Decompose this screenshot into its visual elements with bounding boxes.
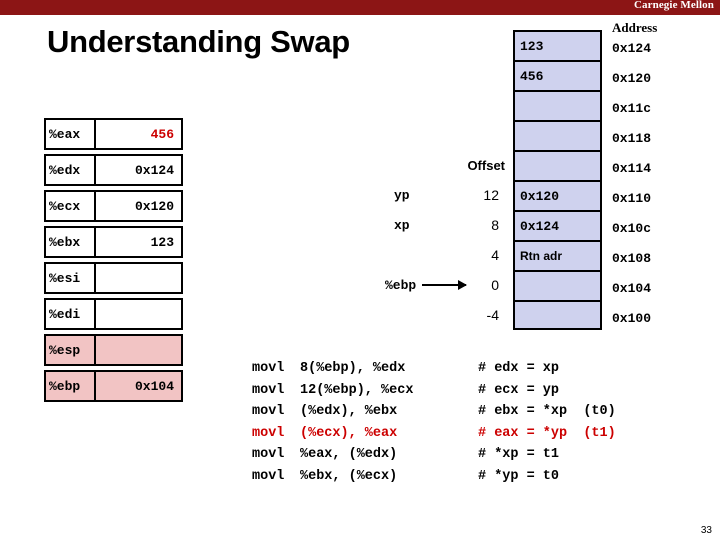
assembly-comment: # eax = *yp (t1) [478,425,616,441]
offset-row-12: yp 12 [380,180,505,210]
register-name: %ecx [46,192,96,220]
offset-value: 12 [483,187,499,203]
offset-arg-label: xp [394,217,410,233]
offset-value: 4 [491,247,499,263]
memory-cell-0x11c [513,90,602,120]
assembly-line-3: movl (%edx), %ebx # ebx = *xp (t0) [252,401,616,423]
assembly-comment: # edx = xp [478,361,560,376]
offset-row-4: 4 [380,240,505,270]
memory-cell-0x100 [513,300,602,330]
address-label-0x114: 0x114 [612,161,652,176]
register-row-esp: %esp [44,334,183,366]
address-label-0x124: 0x124 [612,41,652,56]
assembly-operands: (%ecx), %eax [300,425,398,441]
offset-arg-label: yp [394,187,410,203]
brand-name: Carnegie Mellon [633,0,714,11]
page-title: Understanding Swap [47,24,350,59]
address-label-0x108: 0x108 [612,251,652,266]
offset-value: 0 [491,277,499,293]
arrow-right-icon [422,280,468,290]
assembly-opcode: movl [252,447,285,462]
memory-cell-0x10c: 0x124 [513,210,602,240]
memory-cell-0x120: 456 [513,60,602,90]
ebp-pointer-arrow: %ebp [385,277,468,293]
assembly-comment: # ebx = *xp (t0) [478,404,616,419]
offset-row-8: xp 8 [380,210,505,240]
assembly-operands: %eax, (%edx) [300,447,398,462]
assembly-opcode: movl [252,382,285,398]
register-name: %esp [46,336,96,364]
register-row-edx: %edx 0x124 [44,154,183,186]
address-label-0x110: 0x110 [612,191,652,206]
assembly-listing: movl 8(%ebp), %edx # edx = xp movl 12(%ebp),… [252,358,616,487]
register-value: 0x124 [134,162,174,178]
memory-cell-0x110: 0x120 [513,180,602,210]
register-file-table: %eax 456 %edx 0x124 %ecx 0x120 %ebx 123 %esi %edi… [44,118,183,406]
address-label-0x11c: 0x11c [612,101,652,116]
offset-list: yp 12 xp 8 4 %ebp 0 -4 [380,180,505,330]
assembly-opcode: movl [252,468,285,484]
address-label-0x104: 0x104 [612,281,652,296]
memory-cell-0x108: Rtn adr [513,240,602,270]
assembly-operands: 8(%ebp), %edx [300,361,406,376]
register-name: %ebx [46,228,96,256]
register-row-eax: %eax 456 [44,118,183,150]
address-column-header: Address [612,20,658,35]
register-name: %edi [46,300,96,328]
offset-row--4: -4 [380,300,505,330]
address-label-0x100: 0x100 [612,311,652,326]
assembly-opcode: movl [252,425,285,441]
address-list: 0x124 0x120 0x11c 0x118 0x114 0x110 0x10c 0x108… [612,34,657,334]
memory-cell-0x118 [513,120,602,150]
register-value: 456 [150,126,174,142]
register-row-ebx: %ebx 123 [44,226,183,258]
register-value [96,336,181,364]
register-name: %eax [46,120,96,148]
stack-offset-labels: Offset yp 12 xp 8 4 %ebp 0 -4 [380,158,505,330]
assembly-line-5: movl %eax, (%edx) # *xp = t1 [252,444,616,466]
assembly-line-2: movl 12(%ebp), %ecx # ecx = yp [252,380,616,402]
assembly-comment: # *xp = t1 [478,447,560,462]
memory-cell-0x114 [513,150,602,180]
address-label-0x120: 0x120 [612,71,652,86]
offset-row-0: %ebp 0 [380,270,505,300]
ebp-pointer-label: %ebp [385,277,417,293]
register-value [96,264,181,292]
register-row-edi: %edi [44,298,183,330]
memory-cell-0x124: 123 [513,30,602,60]
assembly-operands: (%edx), %ebx [300,404,398,419]
memory-cell-0x104 [513,270,602,300]
assembly-operands: 12(%ebp), %ecx [300,382,414,398]
register-value [96,300,181,328]
register-name: %ebp [46,372,96,400]
address-label-0x118: 0x118 [612,131,652,146]
register-value: 123 [150,234,174,250]
register-value: 0x120 [134,198,174,214]
offset-value: -4 [486,307,499,323]
offset-value: 8 [491,217,499,233]
assembly-operands: %ebx, (%ecx) [300,468,398,484]
assembly-comment: # ecx = yp [478,382,560,398]
page-number: 33 [700,525,712,536]
offset-header: Offset [467,158,505,173]
assembly-opcode: movl [252,361,285,376]
address-label-0x10c: 0x10c [612,221,652,236]
register-name: %esi [46,264,96,292]
assembly-comment: # *yp = t0 [478,468,560,484]
assembly-line-1: movl 8(%ebp), %edx # edx = xp [252,358,616,380]
brand-bar: Carnegie Mellon [0,0,720,15]
register-row-esi: %esi [44,262,183,294]
register-name: %edx [46,156,96,184]
assembly-line-4: movl (%ecx), %eax # eax = *yp (t1) [252,423,616,445]
assembly-line-6: movl %ebx, (%ecx) # *yp = t0 [252,466,616,488]
register-value: 0x104 [96,372,181,400]
assembly-opcode: movl [252,404,285,419]
register-row-ecx: %ecx 0x120 [44,190,183,222]
